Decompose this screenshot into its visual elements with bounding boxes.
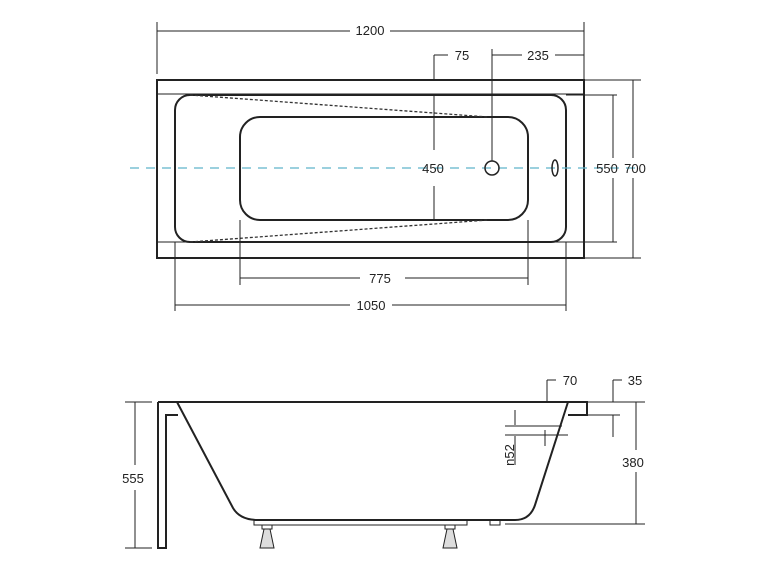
foot-right <box>442 524 458 549</box>
foot-left <box>259 524 275 549</box>
dim-drain-offset: 235 <box>527 48 549 63</box>
outer-rim <box>156 79 585 259</box>
dim-overall-length: 1200 <box>356 23 385 38</box>
side-view: 555 380 70 35 n52 <box>122 373 645 549</box>
slope-line-top <box>189 94 489 118</box>
basin-outline <box>239 116 529 221</box>
dim-overflow-diameter: n52 <box>502 444 517 466</box>
top-view: 1200 75 450 235 550 700 775 <box>130 22 646 313</box>
overflow-icon <box>551 159 559 177</box>
rim-ledge <box>568 401 588 416</box>
dim-inner-width: 550 <box>596 161 618 176</box>
front-panel <box>157 402 178 549</box>
dim-total-height: 555 <box>122 471 144 486</box>
dim-basin-width: 450 <box>422 161 444 176</box>
dim-rim-thickness: 35 <box>628 373 642 388</box>
drain-bump <box>489 520 501 526</box>
dim-rim-width: 70 <box>563 373 577 388</box>
dim-inner-length: 1050 <box>357 298 386 313</box>
dim-offset-75: 75 <box>455 48 469 63</box>
dim-overall-width: 700 <box>624 161 646 176</box>
dim-depth: 380 <box>622 455 644 470</box>
base-plate <box>253 519 468 526</box>
slope-line-bottom <box>189 219 489 243</box>
dim-basin-length: 775 <box>369 271 391 286</box>
